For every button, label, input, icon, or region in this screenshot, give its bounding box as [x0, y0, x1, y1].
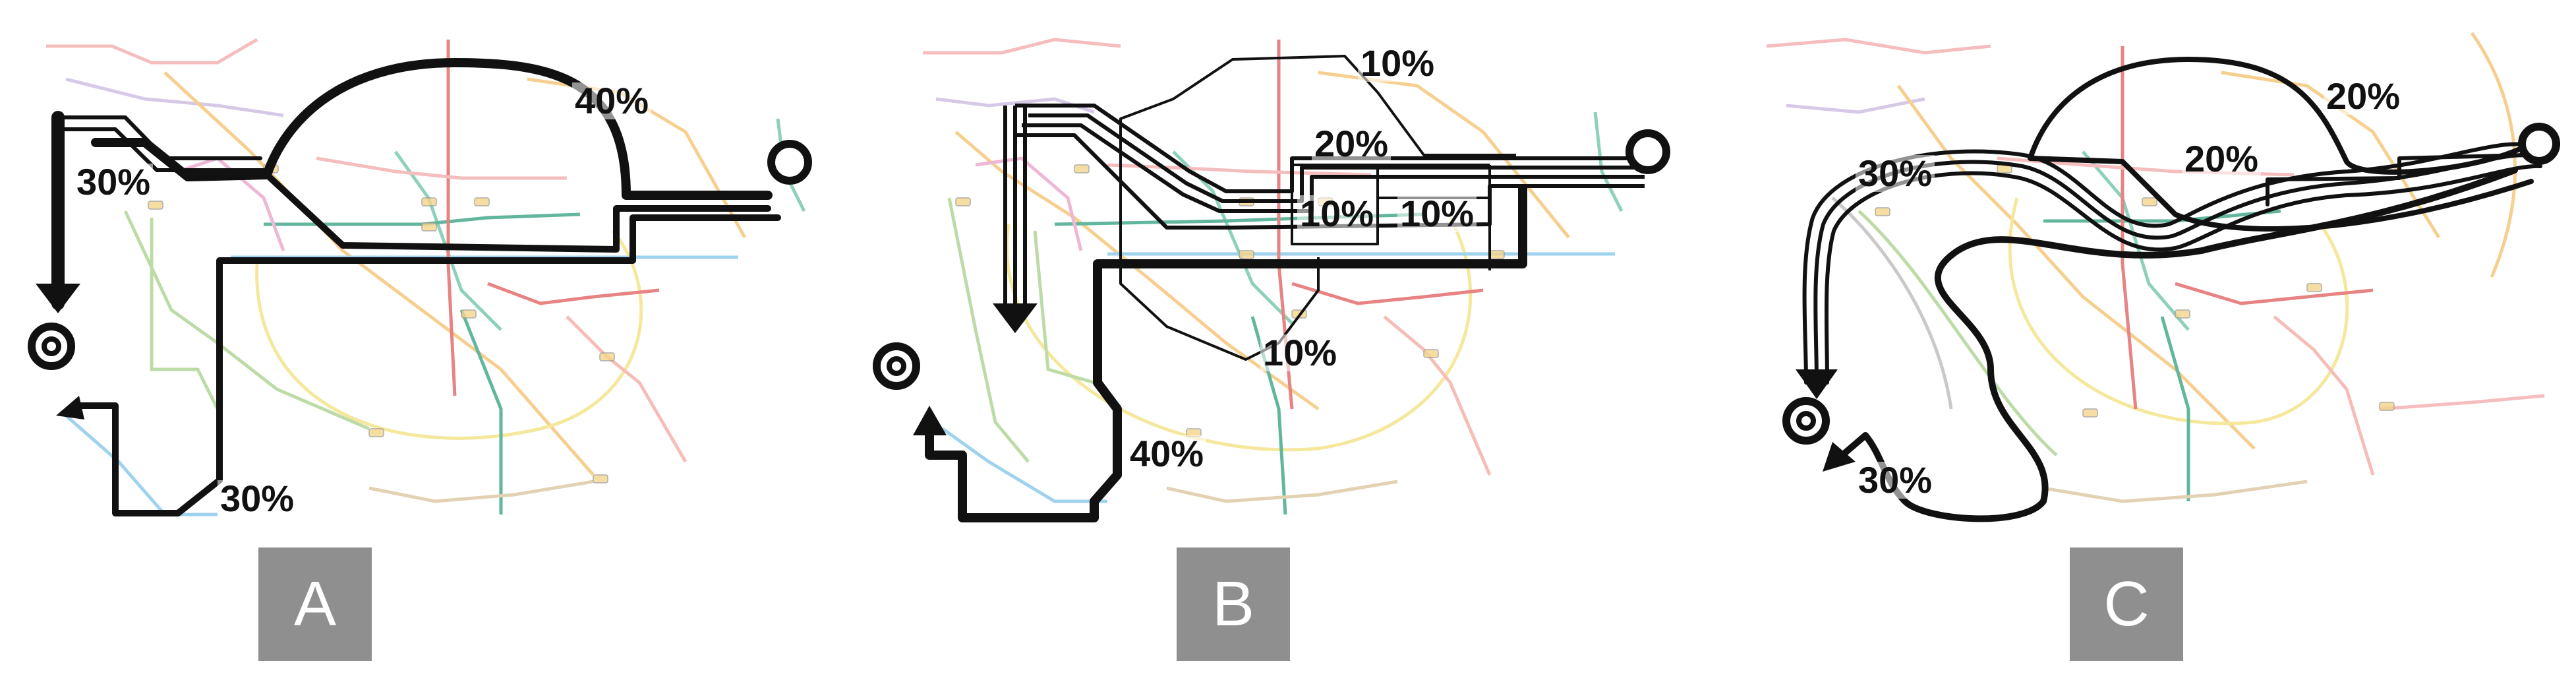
pct-a-1: 40% — [572, 82, 652, 119]
pct-c-2: 30% — [1856, 155, 1935, 192]
pct-b-6: 40% — [1127, 435, 1207, 472]
panel-a: 40% 30% 30% A — [0, 0, 857, 686]
pct-b-5: 10% — [1260, 334, 1340, 371]
origin-c-icon — [2518, 123, 2560, 165]
origin-a-icon — [767, 140, 812, 185]
pct-c-1: 20% — [2324, 78, 2403, 115]
route-b-10-top — [1119, 55, 1516, 158]
arrow-c-return-icon — [1823, 442, 1856, 472]
route-c-30-bundle-1 — [1802, 142, 2533, 385]
pct-b-1: 10% — [1358, 45, 1438, 82]
pct-a-2: 30% — [74, 164, 154, 201]
route-a-30-bottom — [71, 214, 781, 516]
destination-b-icon — [873, 342, 920, 390]
metro-map-a — [28, 38, 812, 516]
panel-label-c: C — [2070, 547, 2183, 661]
pct-c-3: 20% — [2182, 140, 2262, 177]
pct-b-3: 10% — [1297, 195, 1377, 232]
route-a-30-top — [264, 172, 771, 253]
panel-label-a: A — [258, 547, 372, 661]
pct-b-2: 20% — [1312, 125, 1391, 162]
destination-c-icon — [1782, 397, 1830, 445]
arrow-c-main-icon — [1796, 369, 1838, 399]
origin-b-icon — [1625, 129, 1670, 174]
panel-b: 10% 20% 10% 10% 10% 40% B — [857, 0, 1714, 686]
route-c-30-bundle-3 — [1824, 164, 2542, 385]
metro-map-b — [873, 38, 1670, 522]
pct-a-3: 30% — [218, 480, 297, 517]
route-c-30-bundle-2 — [1813, 153, 2538, 385]
pct-c-4: 30% — [1856, 462, 1935, 499]
route-c-30-lower — [1839, 167, 2518, 522]
route-b-10-bottom — [1119, 158, 1320, 361]
arrow-a-main-icon — [36, 284, 80, 313]
destination-a-icon — [28, 323, 75, 370]
panel-c: 20% 30% 20% 30% C — [1714, 0, 2576, 686]
panel-label-b: B — [1177, 547, 1290, 661]
arrow-a-return-icon — [56, 396, 84, 420]
arrow-b-main-icon — [993, 303, 1038, 333]
pct-b-4: 10% — [1397, 195, 1477, 232]
arrow-b-return-icon — [913, 406, 947, 435]
route-b-40 — [925, 188, 1527, 522]
metro-map-c — [1766, 32, 2560, 522]
